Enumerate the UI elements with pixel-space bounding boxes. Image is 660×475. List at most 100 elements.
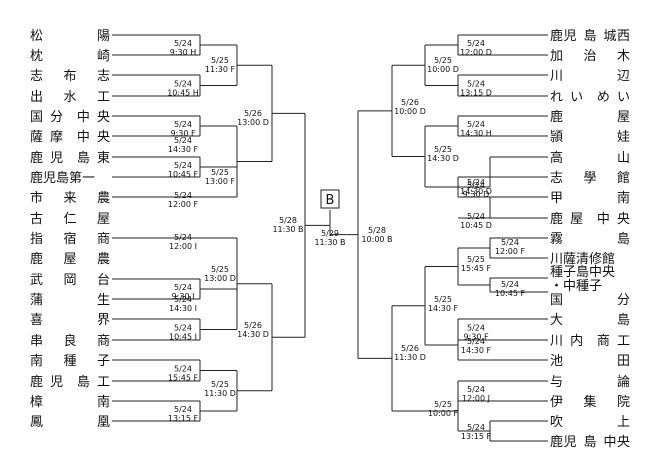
match-time: 14:30 F [428,304,459,313]
team-name-right-0: 児 [563,29,576,44]
team-name-right-5: 頴 [550,130,563,145]
team-name-left-2: 布 [63,69,76,84]
match-time: 14:30 D [460,187,492,196]
match-time: 14:30 H [460,129,492,138]
team-name-left-5: 薩 [30,130,43,145]
team-name-right-16: 内 [570,333,583,349]
team-name-right-9: 屋 [570,212,583,227]
match-time: 13:15 F [168,414,199,423]
team-name-right-15: 大 [550,313,563,328]
team-name-left-14: 界 [97,313,110,328]
match-time: 11:30 F [205,65,236,74]
team-name-right-16: 川 [550,334,563,349]
team-name-left-13: 生 [97,293,110,308]
match-time: 15:45 F [461,264,492,273]
match-date: 5/24 [467,181,485,190]
team-name-left-8: 来 [63,191,76,206]
team-name-left-2: 志 [97,69,110,84]
team-name-left-9: 古 [30,212,43,227]
match-date: 5/24 [467,423,485,432]
team-name-left-6: 島 [77,151,90,166]
team-name-left-18: 樟 [30,395,43,410]
team-name-left-5: 摩 [50,129,63,145]
match-date: 5/24 [174,324,192,333]
match-time: 11:30 D [394,353,426,362]
team-name-right-5: 娃 [617,130,630,145]
team-name-left-17: 児 [50,375,63,390]
team-name-left-15: 商 [97,334,110,349]
team-name-left-1: 枕 [30,49,43,64]
team-name-left-19: 凰 [97,415,110,430]
match-date: 5/24 [467,212,485,221]
match-time: 9:30 I [172,292,195,301]
match-time: 13:00 F [205,177,236,186]
match-time: 12:00 J [462,394,490,403]
team-name-left-3: 水 [63,90,76,105]
court-label: B [326,193,335,208]
team-name-right-13: ・中種子 [550,278,602,294]
team-name-right-21: 鹿 [550,434,563,450]
team-name-right-15: 島 [617,313,630,328]
team-name-left-16: 種 [63,353,76,369]
team-name-right-8: 南 [617,190,630,206]
match-time: 12:00 F [168,200,199,209]
match-time: 11:30 B [314,238,345,247]
team-name-left-9: 仁 [63,212,76,227]
team-name-right-2: 辺 [617,69,630,84]
team-name-right-4: 鹿 [550,109,563,125]
match-date: 5/25 [434,400,452,409]
team-name-left-0: 陽 [97,29,110,44]
team-name-left-7: 鹿児島第一 [30,170,95,186]
match-date: 5/25 [434,145,452,154]
team-name-right-1: 木 [617,49,630,64]
team-name-left-11: 農 [97,252,110,267]
team-name-right-11: 川薩清修館 [550,252,615,267]
team-name-right-19: 院 [617,395,630,410]
match-date: 5/29 [321,229,339,238]
match-date: 5/28 [368,226,386,235]
team-name-left-8: 市 [30,190,43,206]
match-time: 13:15 D [460,89,492,98]
match-time: 10:45 F [495,289,526,298]
team-name-right-7: 館 [617,171,630,186]
match-time: 9:30 F [170,129,196,138]
match-date: 5/24 [501,238,519,247]
team-name-left-6: 鹿 [30,150,43,166]
team-name-left-9: 屋 [97,212,110,227]
team-name-left-10: 指 [30,232,43,247]
match-date: 5/24 [174,136,192,145]
match-date: 5/24 [174,365,192,374]
team-name-left-19: 鳳 [30,415,43,430]
team-name-left-16: 子 [97,354,110,369]
team-name-right-14: 分 [617,293,630,308]
match-date: 5/25 [434,56,452,65]
team-name-right-0: 島 [583,29,596,44]
match-date: 5/24 [174,161,192,170]
team-name-right-17: 田 [617,354,630,369]
team-name-left-15: 串 [30,334,43,349]
match-time: 10:00 B [361,235,392,244]
match-time: 10:00 D [394,107,426,116]
match-date: 5/24 [174,80,192,89]
match-time: 14:30 D [237,330,269,339]
team-name-left-10: 宿 [63,231,76,247]
team-name-left-12: 武 [30,273,43,288]
team-name-left-3: 出 [30,90,43,105]
team-name-left-8: 農 [97,191,110,206]
match-time: 15:45 F [168,374,199,383]
team-name-right-3: め [597,90,610,105]
team-name-left-16: 南 [30,353,43,369]
match-time: 12:00 F [495,247,526,256]
team-name-right-10: 島 [617,232,630,247]
team-name-left-17: 工 [97,375,110,390]
match-date: 5/24 [174,283,192,292]
team-name-right-1: 加 [550,49,563,64]
team-name-left-10: 商 [97,232,110,247]
match-date: 5/25 [211,168,229,177]
team-name-left-6: 児 [50,151,63,166]
team-name-left-0: 松 [30,29,43,44]
team-name-left-15: 良 [63,333,76,349]
match-time: 14:30 F [168,145,199,154]
match-date: 5/24 [467,337,485,346]
